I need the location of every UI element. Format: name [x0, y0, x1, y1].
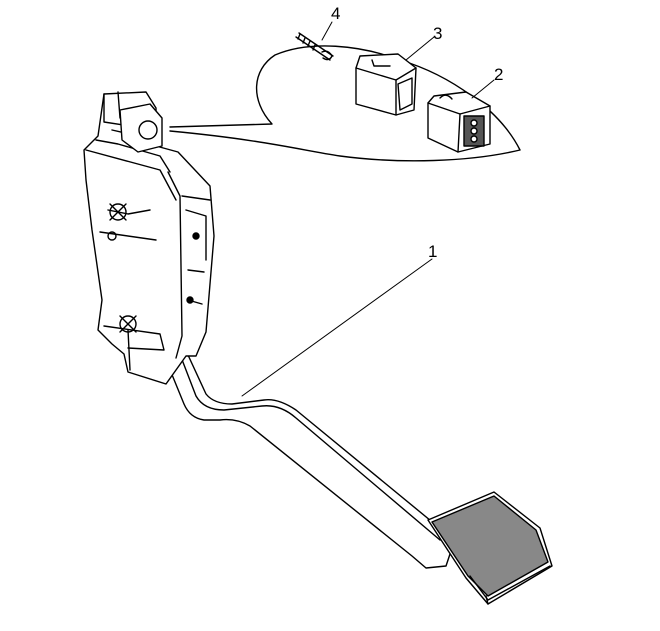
leader-lines	[241, 21, 495, 397]
pedal-arm	[165, 341, 453, 569]
connector-part	[355, 53, 417, 116]
detail-bubble-outline	[169, 45, 521, 162]
pedal-pad	[427, 491, 553, 605]
leader-line-3	[405, 36, 435, 61]
callout-2: 2	[494, 65, 504, 84]
leader-line-4	[321, 21, 333, 41]
leader-line-2	[471, 79, 495, 99]
leader-line-1	[241, 258, 433, 397]
connector-cap-part	[427, 91, 491, 153]
callout-1: 1	[428, 242, 438, 261]
callout-4: 4	[331, 4, 341, 23]
terminal-part	[295, 32, 334, 61]
callout-3: 3	[433, 24, 443, 43]
pedal-housing	[83, 91, 215, 385]
